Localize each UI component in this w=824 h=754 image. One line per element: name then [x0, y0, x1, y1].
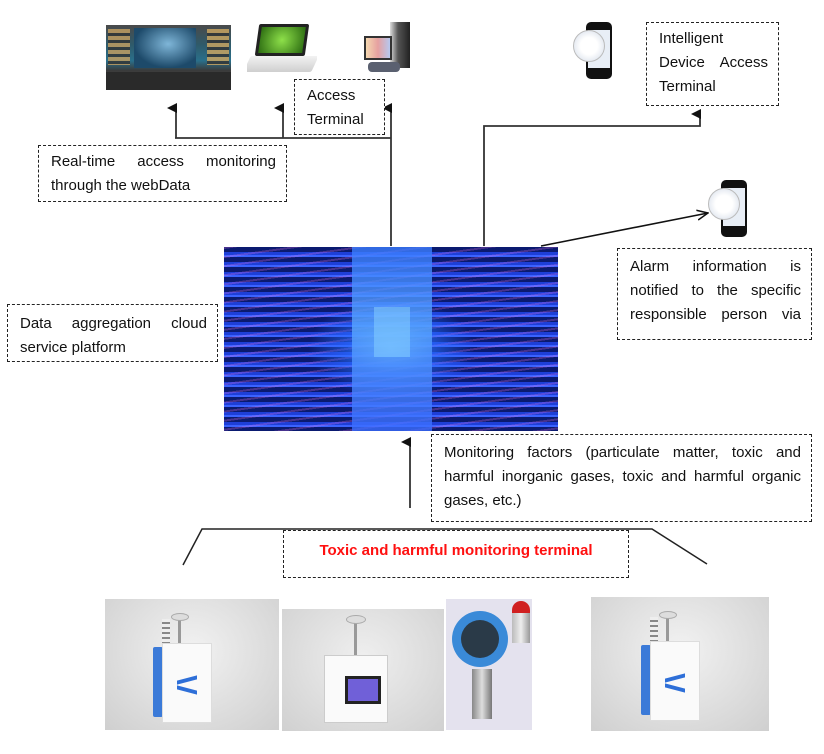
label-line: Monitoring factors (particulate matter, … — [444, 444, 801, 461]
label-line: Device Access — [659, 54, 768, 71]
label-line: through the webData — [51, 177, 191, 194]
intelligent-device-terminal-label: Intelligent Device Access Terminal — [646, 22, 779, 106]
label-line: harmful inorganic gases, toxic and harmf… — [444, 468, 801, 485]
label-line: responsible person via — [630, 306, 801, 323]
line-to-alarm-phone — [540, 213, 708, 247]
fixed-gas-detector-image — [446, 599, 532, 730]
label-line: Terminal — [659, 78, 716, 95]
air-quality-monitor-image-2 — [591, 597, 769, 731]
alarm-notification-label: Alarm information is notified to the spe… — [617, 248, 812, 340]
web-monitoring-label: Real-time access monitoring through the … — [38, 145, 287, 202]
video-wall-image — [106, 25, 231, 90]
device-group-bracket — [182, 528, 708, 566]
monitoring-factors-label: Monitoring factors (particulate matter, … — [431, 434, 812, 522]
label-line: gases, etc.) — [444, 492, 522, 509]
vocs-monitor-image — [282, 609, 444, 731]
label-line: Intelligent — [659, 30, 724, 47]
label-line: Data aggregation cloud — [20, 315, 207, 332]
desktop-computer-image — [360, 22, 416, 78]
label-line: notified to the specific — [630, 282, 801, 299]
line-to-intelligent-device — [483, 109, 701, 246]
laptop-image — [247, 24, 317, 76]
phone-top-image — [573, 22, 618, 82]
access-terminal-label: Access Terminal — [294, 79, 385, 135]
cloud-platform-label: Data aggregation cloud service platform — [7, 304, 218, 362]
label-line: Access — [307, 87, 356, 104]
monitoring-terminal-title: Toxic and harmful monitoring terminal — [283, 530, 629, 578]
phone-alarm-image — [708, 180, 753, 240]
label-line: Real-time access monitoring — [51, 153, 276, 170]
label-line: Terminal — [307, 111, 364, 128]
datacenter-image — [224, 247, 558, 431]
label-line: Alarm information is — [630, 258, 801, 275]
label-line: service platform — [20, 339, 126, 356]
air-quality-monitor-image-1 — [105, 599, 279, 730]
